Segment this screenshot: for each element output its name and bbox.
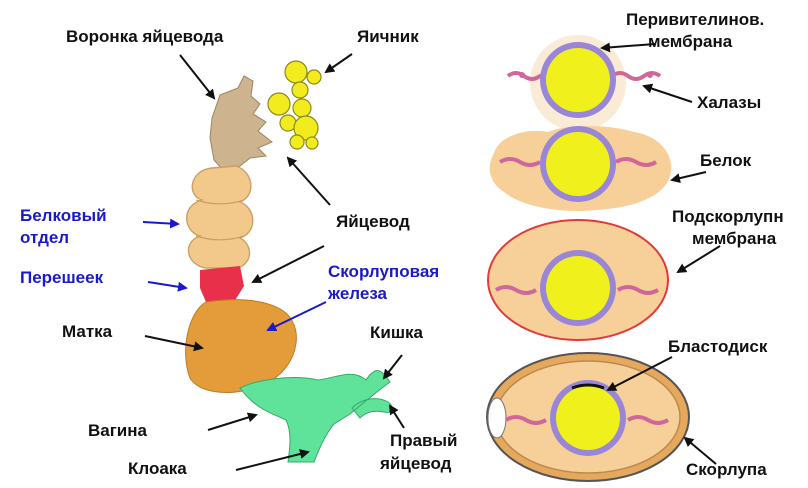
label-shell-gland-line2: железа xyxy=(327,284,388,303)
label-shell-gland-line1: Скорлуповая xyxy=(328,262,439,281)
arrow-oviduct-lower xyxy=(253,246,324,282)
egg-stage-3 xyxy=(488,220,668,340)
arrow-oviduct-upper xyxy=(288,158,330,205)
label-blastodisc: Бластодиск xyxy=(668,337,768,356)
vagina-cloaca xyxy=(240,371,392,463)
label-ovary: Яичник xyxy=(357,27,419,46)
infundibulum xyxy=(210,76,272,170)
label-magnum-line2: отдел xyxy=(20,228,69,247)
label-right-oviduct-line1: Правый xyxy=(390,431,457,450)
arrow-albumen xyxy=(672,172,706,180)
label-vitelline-line2: мембрана xyxy=(648,32,733,51)
arrow-intestine xyxy=(384,355,402,378)
label-shell-membrane-line2: мембрана xyxy=(692,229,777,248)
egg-stage-2 xyxy=(490,126,672,211)
arrow-ovary xyxy=(326,54,352,72)
label-magnum-line1: Белковый xyxy=(20,206,107,225)
arrow-magnum xyxy=(143,222,178,224)
arrow-vagina xyxy=(208,415,256,430)
arrow-right-oviduct xyxy=(390,406,404,428)
label-vitelline-line1: Перивителинов. xyxy=(626,10,764,29)
label-cloaca: Клоака xyxy=(128,459,187,478)
ovary xyxy=(268,61,321,149)
arrow-isthmus xyxy=(148,282,186,288)
egg-stage-1 xyxy=(508,35,660,131)
label-uterus: Матка xyxy=(62,322,113,341)
label-chalazae: Халазы xyxy=(697,93,761,112)
label-intestine: Кишка xyxy=(370,323,424,342)
label-shell-membrane-line1: Подскорлупн xyxy=(672,207,784,226)
label-infundibulum: Воронка яйцевода xyxy=(66,27,224,46)
label-right-oviduct-line2: яйцевод xyxy=(379,454,452,473)
label-oviduct: Яйцевод xyxy=(336,212,410,231)
arrow-infundibulum xyxy=(180,55,214,98)
egg-stage-4 xyxy=(487,353,689,481)
label-vagina: Вагина xyxy=(88,421,148,440)
magnum xyxy=(187,166,253,268)
arrow-chalazae xyxy=(644,86,692,102)
label-albumen: Белок xyxy=(700,151,752,170)
label-isthmus: Перешеек xyxy=(20,268,104,287)
arrow-shell-membrane xyxy=(678,246,720,272)
isthmus xyxy=(200,266,244,302)
label-shell: Скорлупа xyxy=(686,460,767,479)
